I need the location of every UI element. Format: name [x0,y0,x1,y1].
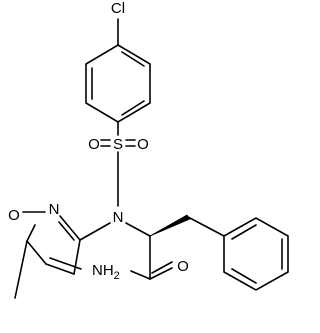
carbonyl-double-bond [149,261,173,280]
sulfonyl-oxygen-right-label: O [137,136,149,153]
molecule-diagram: Cl S O O N N O NH2 O [8,0,289,299]
chlorine-label: Cl [111,0,125,17]
isoxazole-oxygen-label: O [8,207,20,224]
isoxazole-nitrogen-label: N [49,201,60,218]
bond-n-isoxazole [79,222,111,241]
amide-nitrogen-label: NH2 [92,262,120,282]
bond-carbonyl-amide [130,270,151,280]
sulfonamide-nitrogen-label: N [113,209,124,226]
stereo-wedge-bond [149,214,191,237]
bond-ch2-phenyl [187,216,225,237]
sulfonyl-oxo-bonds [100,139,136,147]
isoxazole-ring [26,215,82,275]
carbonyl-oxygen-label: O [177,258,189,275]
phenyl-ring [223,217,289,291]
bond-methyl [14,240,28,299]
structure-canvas: Cl S O O N N O NH2 O [8,0,289,299]
sulfonyl-oxygen-left-label: O [88,136,100,153]
sulfur-label: S [113,136,123,153]
bond-n-alpha [125,222,151,237]
chlorophenyl-ring [85,44,151,123]
